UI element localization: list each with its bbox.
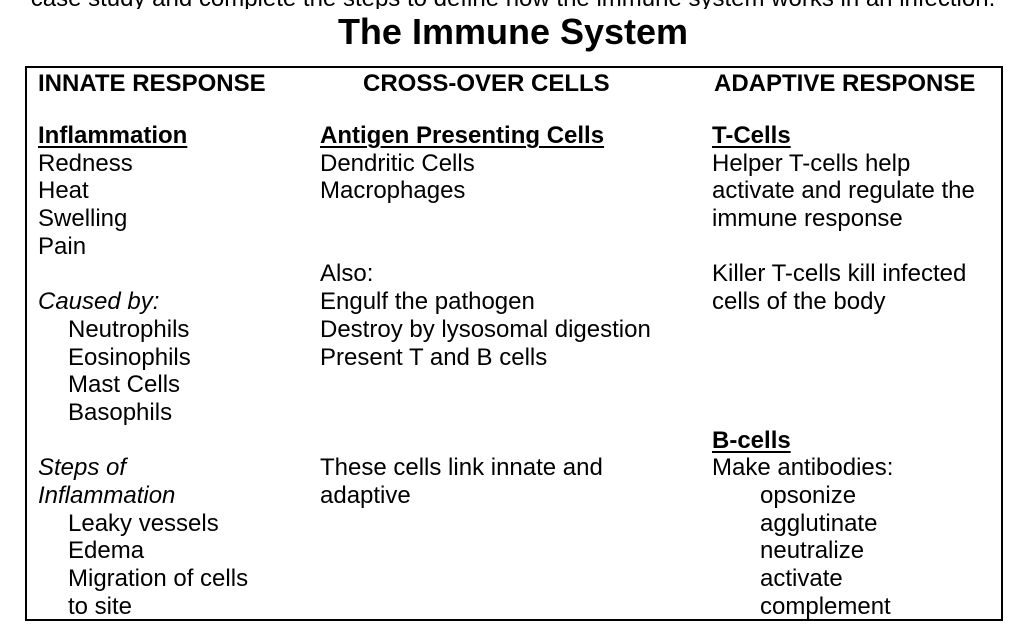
cell-line: Pain (38, 232, 87, 260)
blank-line (712, 371, 997, 399)
column-innate-response: Inflammation Redness Heat Swelling Pain … (38, 122, 316, 620)
blank-line (320, 233, 706, 261)
heading-antigen-presenting-cells: Antigen Presenting Cells (320, 122, 605, 149)
blank-line (712, 233, 997, 261)
cell-line: Caused by: (38, 288, 160, 316)
blank-line (712, 344, 997, 372)
cell-line: Macrophages (320, 177, 466, 205)
clipped-instruction-line: case study and complete the steps to def… (0, 0, 1026, 9)
cell-line: Present T and B cells (320, 343, 548, 371)
cell-line: Swelling (38, 205, 128, 233)
blank-line (712, 316, 997, 344)
blank-line (320, 537, 706, 565)
cell-line: Mast Cells (68, 371, 181, 399)
cell-line: These cells link innate and (320, 454, 603, 482)
blank-line (320, 510, 706, 538)
cell-line: Inflammation (38, 481, 176, 509)
blank-line (320, 427, 706, 455)
cell-line: Eosinophils (68, 343, 191, 371)
blank-line (38, 260, 316, 288)
heading-inflammation: Inflammation (38, 122, 188, 149)
page-title: The Immune System (337, 11, 689, 52)
cell-line: immune response (712, 205, 903, 233)
cell-line: Neutrophils (68, 315, 190, 343)
blank-line (320, 205, 706, 233)
cell-line: cells of the body (712, 288, 886, 316)
cell-line: Edema (68, 537, 145, 565)
cell-line: Helper T-cells help (712, 149, 911, 177)
column-header-cross-over-cells: CROSS-OVER CELLS (363, 70, 610, 97)
blank-line (712, 399, 997, 427)
heading-t-cells: T-Cells (712, 122, 791, 149)
blank-line (320, 593, 706, 621)
cell-line: complement (760, 592, 891, 620)
cell-line: Killer T-cells kill infected (712, 260, 967, 288)
blank-line (320, 371, 706, 399)
cell-line: Engulf the pathogen (320, 288, 535, 316)
cell-line: Redness (38, 149, 133, 177)
column-header-adaptive-response: ADAPTIVE RESPONSE (714, 70, 976, 97)
cell-line: agglutinate (760, 509, 878, 537)
cell-line: to site (68, 592, 133, 620)
cell-line: adaptive (320, 481, 411, 509)
cell-line: Heat (38, 177, 89, 205)
column-cross-over-cells: Antigen Presenting Cells Dendritic Cells… (320, 122, 706, 620)
clipped-instruction-text: case study and complete the steps to def… (0, 0, 1026, 9)
cell-line: opsonize (760, 481, 857, 509)
cell-line: Migration of cells (68, 565, 249, 592)
cell-line: Dendritic Cells (320, 149, 475, 177)
blank-line (320, 399, 706, 427)
cell-line: Also: (320, 260, 374, 288)
immune-system-table: INNATE RESPONSE CROSS-OVER CELLS ADAPTIV… (25, 66, 1003, 621)
cell-line: activate (760, 565, 843, 592)
column-adaptive-response: T-Cells Helper T-cells help activate and… (712, 122, 997, 620)
column-header-innate-response: INNATE RESPONSE (38, 70, 266, 97)
cell-line: Basophils (68, 398, 173, 426)
cell-line: neutralize (760, 537, 865, 565)
blank-line (320, 565, 706, 593)
blank-line (38, 427, 316, 455)
cell-line: Destroy by lysosomal digestion (320, 315, 651, 343)
cell-line: activate and regulate the (712, 177, 975, 205)
cell-line: Steps of (38, 454, 127, 482)
heading-b-cells: B-cells (712, 426, 791, 454)
cell-line: Make antibodies: (712, 454, 894, 482)
cell-line: Leaky vessels (68, 509, 219, 537)
